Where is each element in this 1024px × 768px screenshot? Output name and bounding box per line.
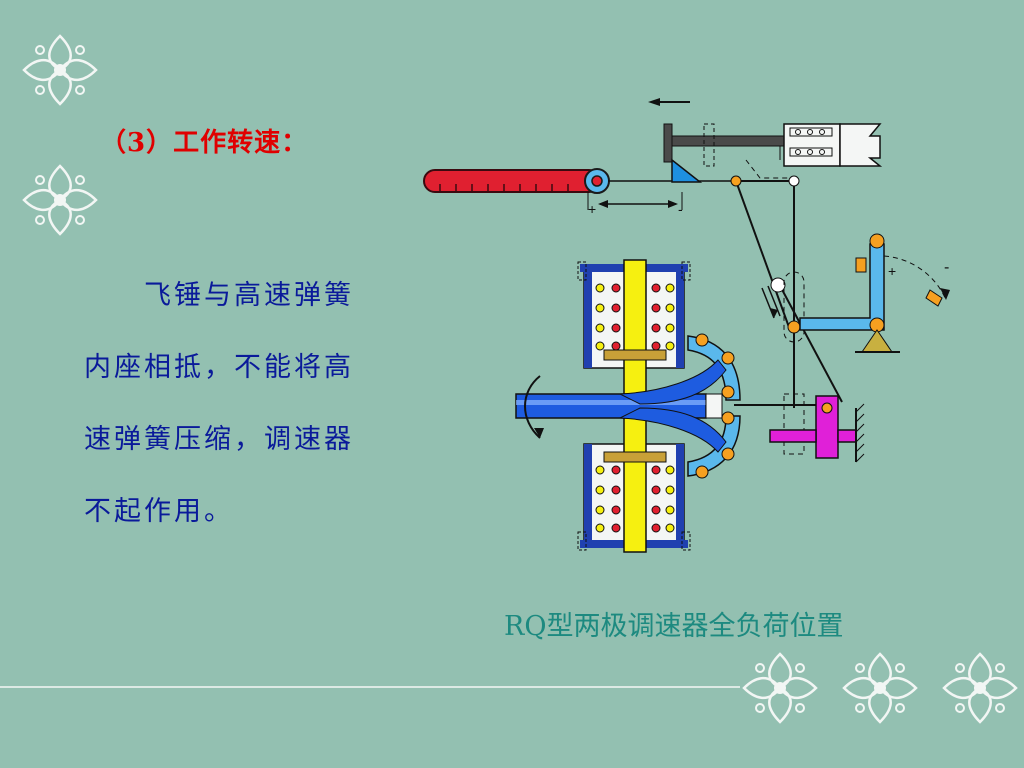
guide-block bbox=[769, 395, 865, 463]
fuel-rack bbox=[423, 168, 610, 194]
horizontal-rule bbox=[0, 686, 740, 688]
control-lever: + - bbox=[799, 233, 950, 353]
rack-plus-label: + bbox=[588, 201, 596, 217]
section-heading: （3）工作转速： bbox=[100, 128, 309, 158]
stop-plunger bbox=[663, 123, 883, 183]
rack-travel-indicator: + - bbox=[587, 192, 683, 217]
figure-caption: RQ型两极调速器全负荷位置 bbox=[504, 611, 844, 642]
rack-minus-label: - bbox=[678, 201, 683, 217]
lever-plus-label: + bbox=[888, 263, 896, 279]
body-line: 不起作用。 bbox=[84, 496, 234, 527]
body-line: 速弹簧压缩，调速器 bbox=[84, 424, 354, 455]
body-line: 内座相抵，不能将高 bbox=[84, 352, 354, 383]
body-text: 飞锤与高速弹簧 内座相抵，不能将高 速弹簧压缩，调速器 不起作用。 bbox=[84, 260, 404, 548]
motion-arrow bbox=[648, 98, 690, 106]
lever-minus-label: - bbox=[944, 259, 949, 276]
flyweight-assembly bbox=[577, 259, 741, 553]
body-line: 飞锤与高速弹簧 bbox=[144, 280, 354, 311]
camshaft bbox=[515, 359, 735, 453]
linkage-lever bbox=[730, 175, 843, 408]
